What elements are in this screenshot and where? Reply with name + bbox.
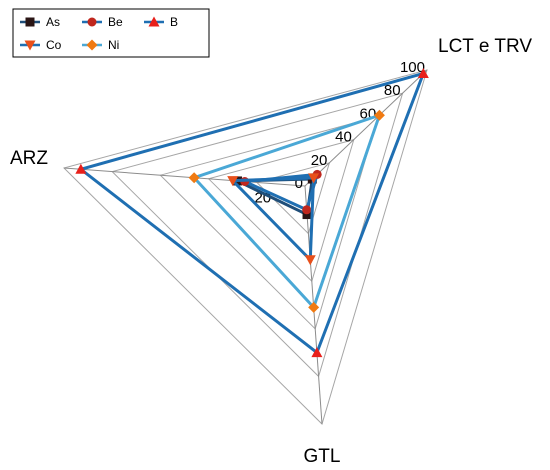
series-point-Be-2 xyxy=(302,205,312,215)
axis-spoke-1 xyxy=(63,167,306,187)
radar-grid xyxy=(63,69,428,425)
tick-label-20: 20 xyxy=(311,152,328,169)
legend-label-Ni: Ni xyxy=(108,38,119,52)
legend-label-Be: Be xyxy=(108,15,123,29)
grid-ring-20 xyxy=(255,162,331,235)
series-B xyxy=(75,67,429,358)
data-series xyxy=(75,67,429,358)
tick-label-100: 100 xyxy=(400,59,425,76)
grid-ring-40 xyxy=(207,138,355,283)
tick-label-80: 80 xyxy=(384,82,401,99)
series-point-Ni-0 xyxy=(373,109,385,121)
series-Co xyxy=(227,173,320,266)
series-point-Co-1 xyxy=(227,176,239,187)
series-line-Ni xyxy=(191,112,382,311)
tick-label-0: 0 xyxy=(295,175,303,192)
series-point-Ni-2 xyxy=(308,301,320,313)
tick-label-40: 40 xyxy=(335,129,352,146)
legend-marker-Be xyxy=(87,17,97,27)
grid-ring-60 xyxy=(159,115,379,330)
legend: As Be B Co Ni xyxy=(12,8,210,58)
legend-marker-As xyxy=(25,17,35,27)
series-point-Co-0 xyxy=(308,173,320,184)
series-Ni xyxy=(188,109,385,313)
legend-label-As: As xyxy=(46,15,60,29)
series-point-Ni-1 xyxy=(188,172,200,184)
series-point-B-2 xyxy=(311,347,323,358)
legend-box xyxy=(12,8,210,58)
legend-label-Co: Co xyxy=(46,38,62,52)
axis-label-1: ARZ xyxy=(10,148,48,169)
grid-ring-100 xyxy=(63,69,428,425)
axis-label-0: LCT e TRV xyxy=(438,36,532,57)
legend-marker-B xyxy=(148,16,160,27)
legend-label-B: B xyxy=(170,15,178,29)
series-point-As-2 xyxy=(302,210,312,220)
legend-marker-Co xyxy=(24,40,36,51)
axis-spoke-0 xyxy=(304,69,428,187)
series-point-B-0 xyxy=(417,67,429,78)
series-line-Co xyxy=(229,176,316,264)
series-point-Co-2 xyxy=(304,255,316,266)
series-point-B-1 xyxy=(75,163,87,174)
axis-label-2: GTL xyxy=(304,446,341,467)
series-line-B xyxy=(77,71,426,356)
axis-labels: LCT e TRV ARZ GTL xyxy=(10,36,532,467)
legend-marker-Ni xyxy=(86,39,98,51)
grid-ring-80 xyxy=(111,92,404,378)
